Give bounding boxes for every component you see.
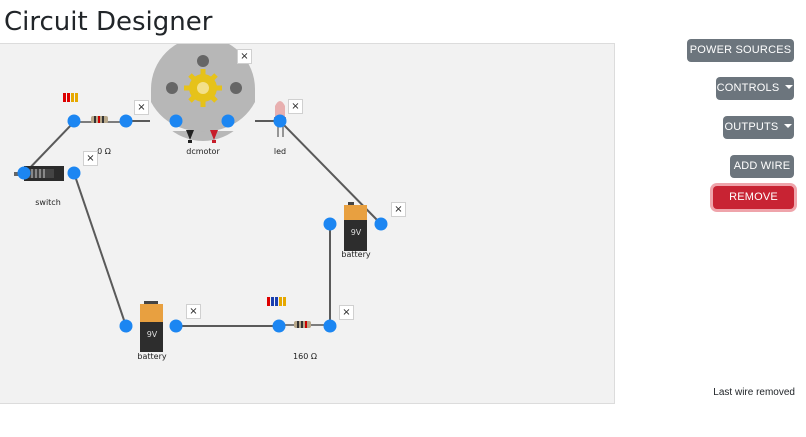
battery-bottom-component[interactable] [140, 301, 163, 352]
connection-node[interactable] [323, 319, 337, 333]
switch-label: switch [35, 198, 61, 207]
delete-resistor-top-button[interactable]: × [134, 100, 149, 115]
add-wire-button[interactable]: ADD WIRE [730, 155, 794, 178]
connection-node[interactable] [374, 217, 388, 231]
resistor-bottom-value: 160 Ω [293, 352, 317, 361]
battery-right-component[interactable] [344, 202, 367, 251]
resistor-bands-icon [63, 93, 78, 102]
circuit-drawing [14, 44, 388, 352]
connection-node[interactable] [119, 114, 133, 128]
connection-node[interactable] [169, 114, 183, 128]
resistor-top-value: 0 Ω [97, 147, 111, 156]
connection-node[interactable] [273, 114, 287, 128]
connection-node[interactable] [221, 114, 235, 128]
wire [23, 121, 75, 175]
resistor-bottom[interactable] [267, 297, 330, 328]
delete-battery-right-button[interactable]: × [391, 202, 406, 217]
battery-bottom-voltage: 9V [146, 330, 158, 339]
page-title: Circuit Designer [4, 7, 213, 37]
led-label: led [273, 147, 287, 156]
delete-battery-bottom-button[interactable]: × [186, 304, 201, 319]
connection-node[interactable] [272, 319, 286, 333]
connection-node[interactable] [169, 319, 183, 333]
dcmotor-label: dcmotor [186, 147, 220, 156]
connection-node[interactable] [119, 319, 133, 333]
gear-icon [184, 69, 222, 107]
delete-switch-button[interactable]: × [83, 151, 98, 166]
connection-node[interactable] [67, 166, 81, 180]
status-message: Last wire removed [713, 387, 795, 398]
battery-right-voltage: 9V [350, 228, 362, 237]
connection-node[interactable] [323, 217, 337, 231]
resistor-top[interactable] [63, 93, 126, 123]
controls-dropdown[interactable]: CONTROLS [716, 77, 794, 100]
resistor-bands-icon [267, 297, 286, 306]
battery-bottom-label: battery [137, 352, 167, 361]
wire [73, 172, 127, 327]
power-sources-dropdown[interactable]: POWER SOURCES [687, 39, 794, 74]
delete-dcmotor-button[interactable]: × [237, 49, 252, 64]
outputs-dropdown[interactable]: OUTPUTS [723, 116, 794, 139]
caret-down-icon [739, 70, 748, 74]
delete-led-button[interactable]: × [288, 99, 303, 114]
delete-resistor-bottom-button[interactable]: × [339, 305, 354, 320]
caret-down-icon [784, 124, 793, 128]
caret-down-icon [785, 85, 794, 89]
connection-node[interactable] [67, 114, 81, 128]
remove-wire-button[interactable]: REMOVE WIRE [713, 186, 794, 226]
battery-right-label: battery [341, 250, 371, 259]
circuit-canvas[interactable]: 9V 9V 0 Ω dcmotor led switch battery bat… [0, 43, 615, 404]
connection-node[interactable] [17, 166, 31, 180]
